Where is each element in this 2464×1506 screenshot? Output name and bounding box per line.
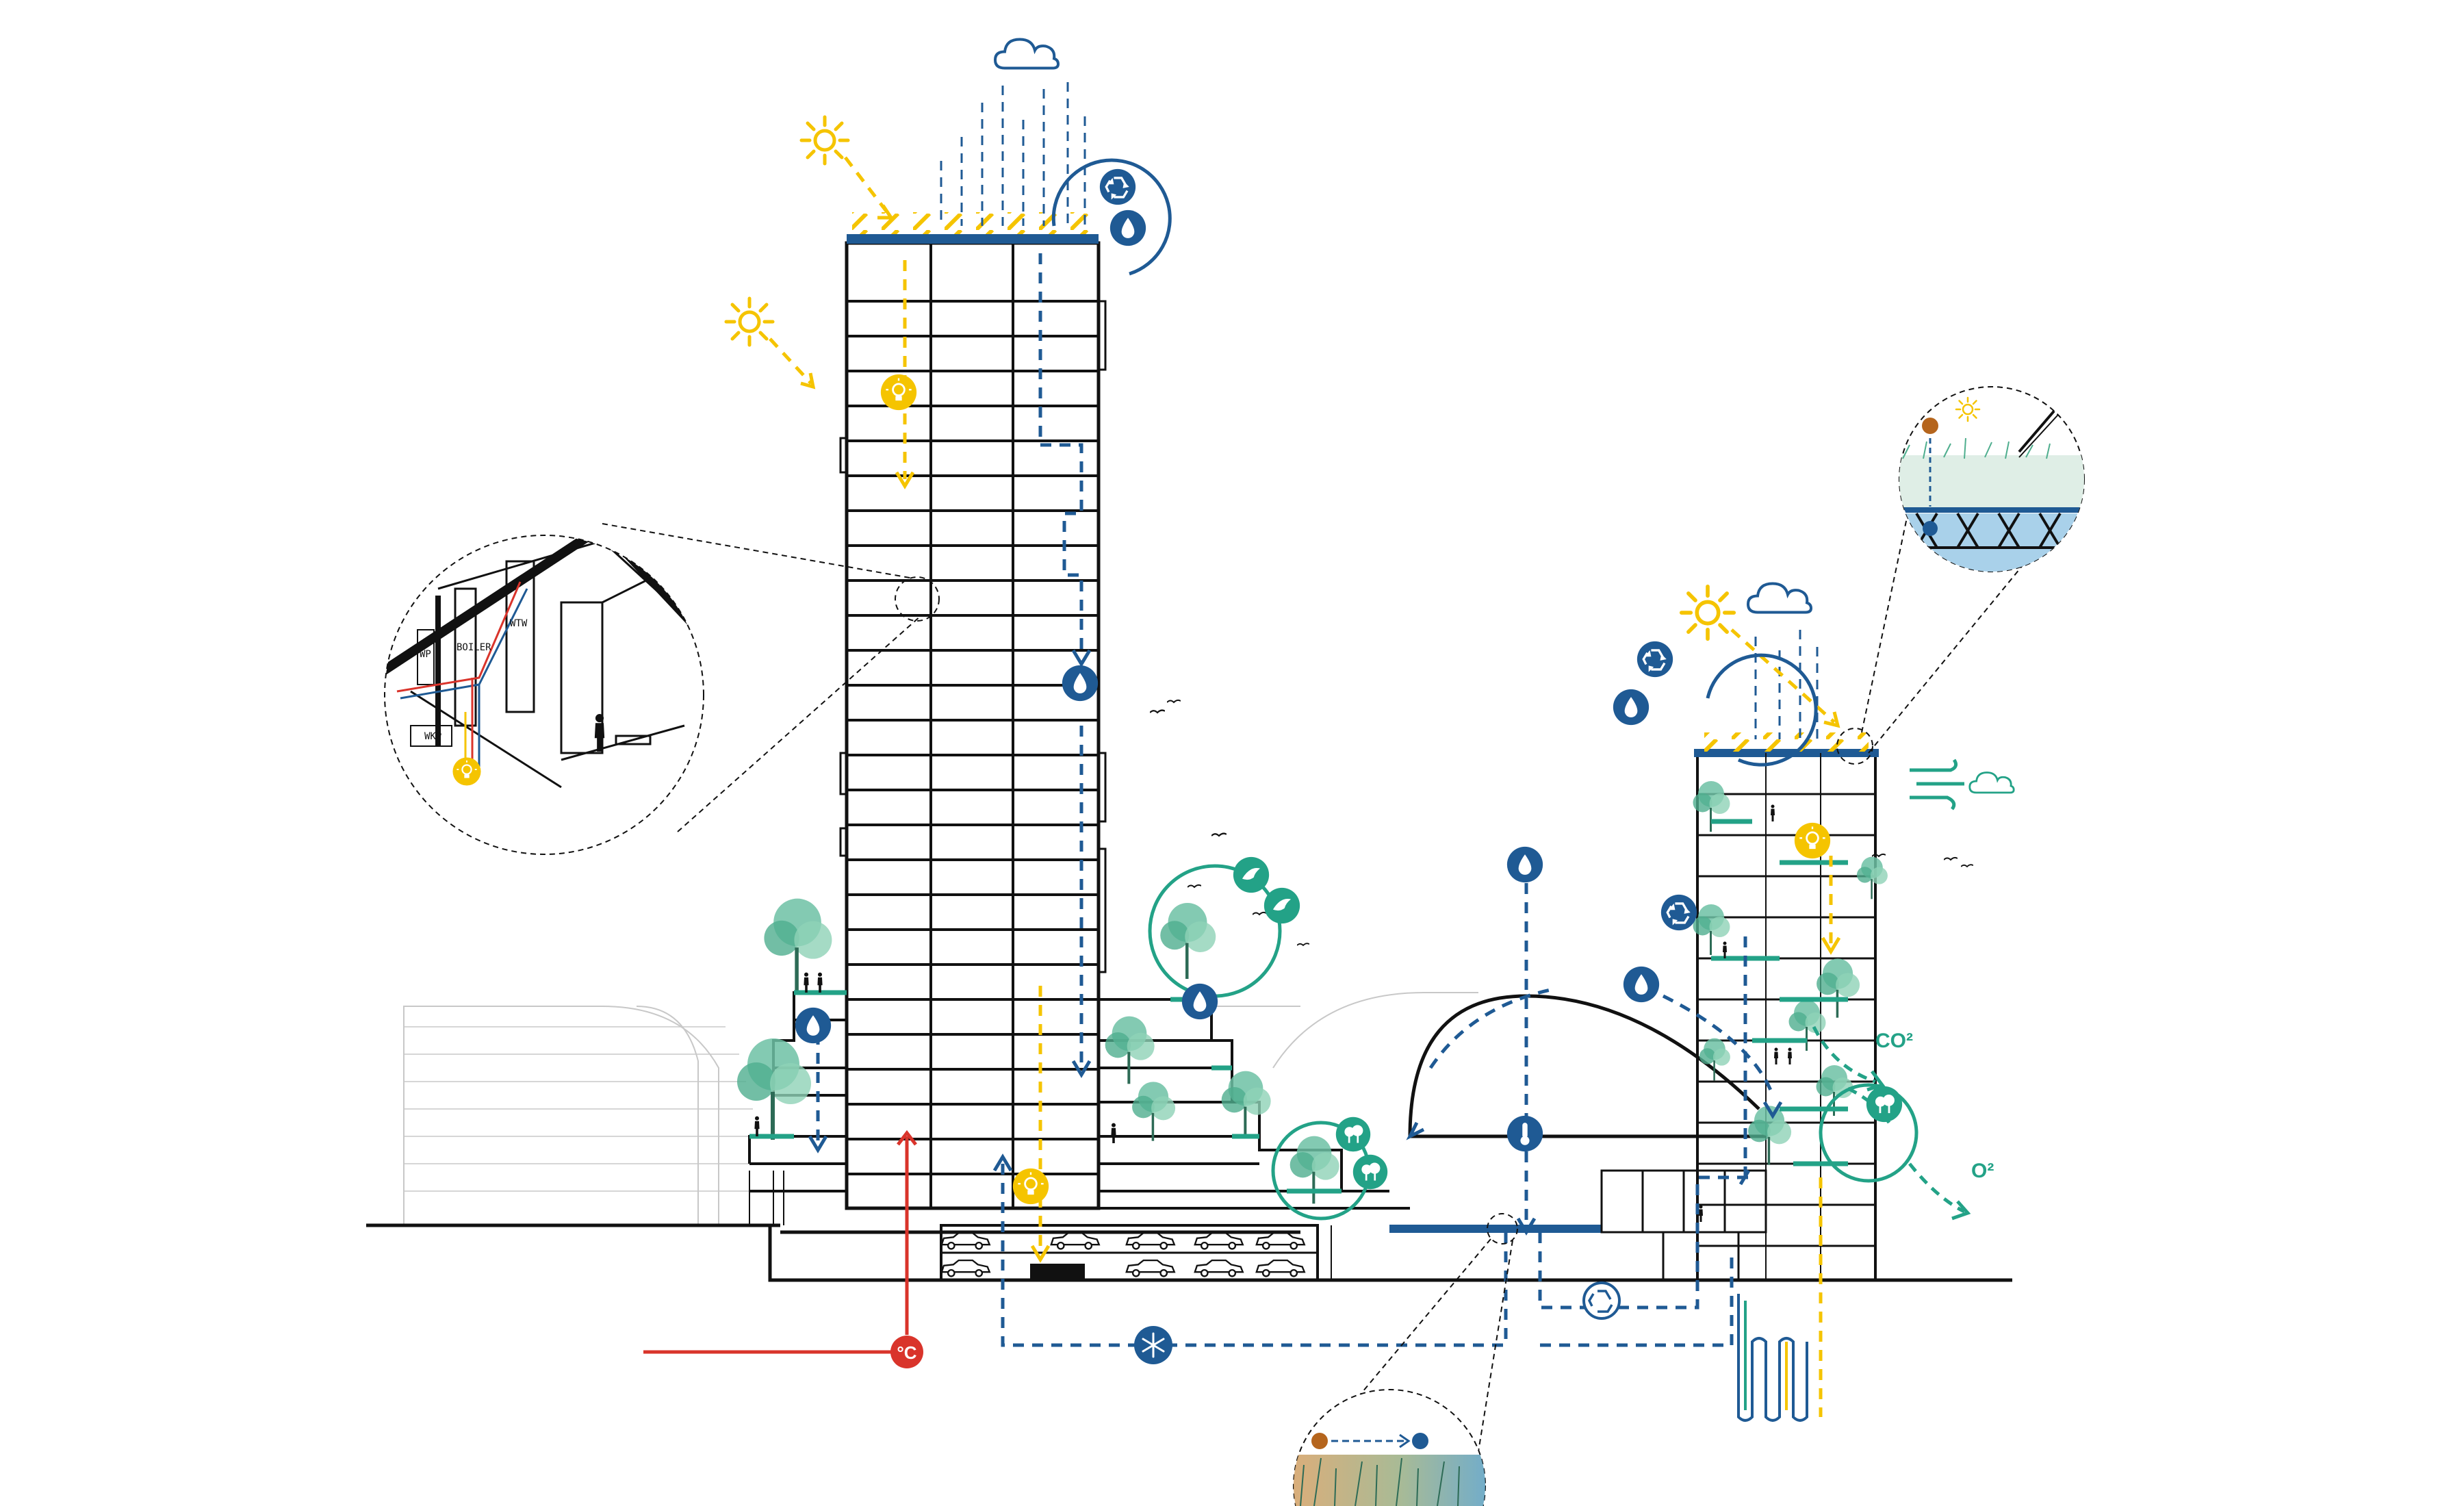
car-icon [940, 1259, 990, 1277]
water-drop-icon [1623, 966, 1660, 1003]
water-drop-icon [1923, 521, 1938, 536]
tree-icon [1335, 1116, 1371, 1152]
water-drop-icon [1922, 418, 1938, 434]
water-drop-icon [795, 1007, 832, 1044]
car-icon [1125, 1259, 1175, 1277]
wind-icon [1910, 758, 1964, 811]
snowflake-icon [1133, 1325, 1174, 1366]
rain-lines [940, 82, 1819, 739]
parked-cars [940, 1231, 1305, 1277]
light-arrowheads [800, 204, 1841, 1263]
detail-callout-soil-filter [1293, 1213, 1518, 1506]
car-icon [1255, 1231, 1305, 1250]
tree-icon [1352, 1154, 1388, 1190]
water-drop-icon [1613, 689, 1650, 726]
light-bulb-icon [880, 373, 918, 411]
wkp-label: WKP [424, 731, 441, 742]
water-drop-icon [1109, 209, 1146, 246]
o2-label: O² [1971, 1160, 1994, 1182]
recycle-icon [1099, 168, 1137, 206]
main-tower [839, 212, 1107, 1210]
ground-heat-coil [1737, 1294, 1808, 1422]
right-tower [1694, 732, 1879, 1281]
heat-pump-icon [1660, 893, 1698, 932]
light-bulb-icon [452, 756, 482, 787]
water-arrowheads [808, 649, 1783, 1236]
water-drop-icon [1311, 1433, 1328, 1449]
heat-icon: °C [890, 1336, 923, 1368]
car-icon [1125, 1231, 1175, 1250]
water-drop-icon [1412, 1433, 1428, 1449]
light-bulb-icon [1793, 821, 1832, 860]
car-icon [940, 1231, 990, 1250]
co2-label: CO² [1875, 1030, 1913, 1052]
cloud-icon [1968, 771, 2015, 794]
water-flows [816, 253, 1775, 1347]
callout-rings [1051, 158, 1918, 1221]
glass-dome [1389, 994, 1766, 1233]
bird-icon [1263, 887, 1300, 924]
recycle-icon [1636, 640, 1674, 678]
light-bulb-icon [1012, 1167, 1050, 1205]
thermometer-icon [1506, 1115, 1543, 1152]
boiler-label: BOILER [457, 642, 491, 653]
bird-icon [1233, 856, 1270, 893]
water-drop-icon [1181, 983, 1218, 1020]
wp-label: WP [420, 649, 431, 660]
highlighted-car [1030, 1264, 1085, 1279]
water-drop-icon [1062, 665, 1099, 702]
sun-icon [726, 298, 773, 345]
water-drop-icon [1506, 846, 1543, 883]
tree-icon [1866, 1086, 1903, 1123]
cloud-icon [995, 40, 1058, 68]
sun-icon [1682, 587, 1734, 639]
sun-icon [801, 117, 848, 164]
car-icon [1194, 1259, 1244, 1277]
detail-callout-green-roof [1836, 386, 2085, 765]
heat-flow [643, 1130, 917, 1354]
car-icon [1255, 1259, 1305, 1277]
cloud-icon [1748, 584, 1811, 613]
wtw-label: WTW [510, 618, 528, 629]
recycle-icon [1582, 1281, 1621, 1320]
car-icon [1050, 1231, 1100, 1250]
heat-label: °C [897, 1342, 916, 1363]
detail-callout-installation: WKP WP BOILER WTW [384, 523, 940, 855]
car-icon [1194, 1231, 1244, 1250]
green-arrowheads [1866, 1070, 1971, 1221]
parking-garage [940, 1224, 1332, 1281]
pavilion [1600, 1169, 1767, 1281]
